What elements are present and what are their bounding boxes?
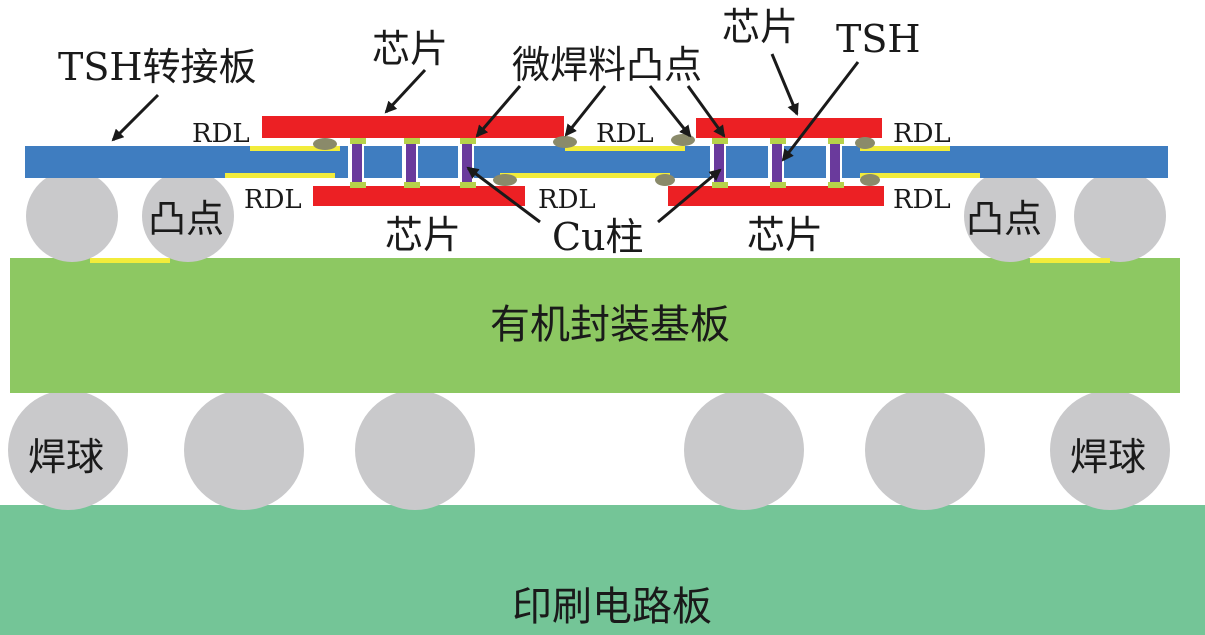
arrow-cu-pillar-right [657, 168, 722, 224]
substrate-pad [1030, 258, 1110, 263]
cu-pillar [714, 144, 724, 184]
solder-ball [8, 390, 128, 510]
label-interposer: TSH转接板 [58, 45, 257, 89]
label-chip-top-right: 芯片 [722, 5, 798, 49]
arrow-micro-solder-4 [686, 85, 726, 138]
label-substrate: 有机封装基板 [490, 302, 730, 348]
rdl-trace [225, 173, 335, 178]
cu-pillar [406, 144, 416, 184]
cu-pillars-right [710, 142, 842, 184]
chip-bottom-left [313, 186, 525, 206]
label-chip-bottom-right: 芯片 [747, 213, 823, 257]
solder-ball [684, 390, 804, 510]
label-tsh: TSH [836, 17, 921, 61]
label-bump-left: 凸点 [148, 197, 224, 241]
rdl-trace [250, 146, 340, 151]
substrate-layer [10, 258, 1180, 393]
chip-bottom-right [668, 186, 884, 206]
label-chip-top-left: 芯片 [372, 27, 448, 71]
label-rdl: RDL [893, 185, 951, 215]
solder-ball [355, 390, 475, 510]
rdl-trace [860, 173, 980, 178]
arrow-micro-solder-2 [564, 85, 607, 137]
cu-pillars-left [348, 142, 474, 184]
rdl-traces [225, 146, 980, 178]
label-rdl: RDL [538, 185, 596, 215]
label-solder-ball-right: 焊球 [1070, 435, 1146, 479]
arrow-chip-top-right [770, 53, 799, 116]
cu-pillar [462, 144, 472, 184]
label-bump-right: 凸点 [966, 197, 1042, 241]
label-pcb: 印刷电路板 [512, 584, 712, 630]
arrow-interposer [111, 93, 160, 142]
solder-ball [184, 390, 304, 510]
rdl-trace [860, 146, 950, 151]
micro-solder-bumps [350, 138, 844, 188]
label-cu-pillar: Cu柱 [552, 215, 644, 259]
label-rdl: RDL [893, 119, 951, 149]
pcb-layer [0, 505, 1205, 635]
label-solder-ball-left: 焊球 [28, 435, 104, 479]
label-rdl: RDL [192, 119, 250, 149]
arrow-micro-solder-1 [475, 85, 522, 138]
cu-pillar [830, 144, 840, 184]
solder-ball [1050, 390, 1170, 510]
arrow-cu-pillar-left [466, 166, 541, 224]
solder-balls [8, 390, 1170, 510]
label-rdl: RDL [596, 119, 654, 149]
cu-pillar [772, 144, 782, 184]
bump [964, 170, 1056, 262]
label-chip-bottom-left: 芯片 [385, 213, 461, 257]
chip-top-right [696, 118, 882, 138]
rdl-trace [565, 146, 685, 151]
chip-top-left [262, 116, 564, 138]
solder-dots [313, 134, 880, 186]
bump [142, 170, 234, 262]
solder-ball [865, 390, 985, 510]
interposer-layer [25, 146, 1168, 178]
bump [26, 170, 118, 262]
rdl-trace [500, 173, 670, 178]
bump [1074, 170, 1166, 262]
bumps [26, 170, 1166, 262]
substrate-pad [90, 258, 170, 263]
arrow-chip-top-left [384, 68, 427, 114]
arrow-micro-solder-3 [648, 85, 692, 138]
label-micro-solder: 微焊料凸点 [512, 43, 702, 87]
callout-arrows [111, 53, 860, 224]
arrow-tsh [781, 61, 860, 162]
label-rdl: RDL [244, 185, 302, 215]
cu-pillar [352, 144, 362, 184]
